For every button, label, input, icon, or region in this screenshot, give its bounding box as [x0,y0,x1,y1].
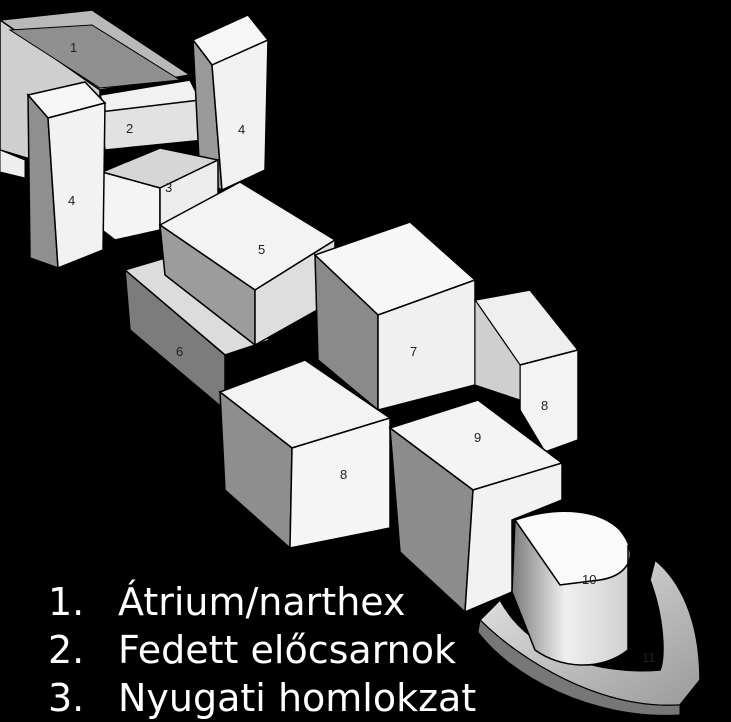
label-block-7: 7 [410,344,417,359]
legend-text: Átrium/narthex [118,580,406,624]
legend-number: 3. [48,674,118,722]
legend-item: 3.Nyugati homlokzat [48,674,476,722]
block-tower-left [28,82,105,268]
legend-number: 1. [48,578,118,626]
label-block-11: 11 [642,650,656,665]
label-block-6: 6 [176,344,183,359]
label-block-5: 5 [258,242,265,257]
legend-text: Nyugati homlokzat [118,676,476,720]
label-block-1: 1 [70,40,77,55]
block-crossing [315,222,475,410]
legend-number: 2. [48,626,118,674]
label-block-4a: 4 [68,193,75,208]
legend-list: 1.Átrium/narthex 2.Fedett előcsarnok 3.N… [48,578,476,722]
label-block-10: 10 [582,572,596,587]
label-block-4b: 4 [238,122,245,137]
block-porch [100,80,205,150]
legend-text: Fedett előcsarnok [118,628,456,672]
label-block-3: 3 [165,180,172,195]
label-block-2: 2 [126,121,133,136]
legend-item: 2.Fedett előcsarnok [48,626,476,674]
legend-item: 1.Átrium/narthex [48,578,476,626]
label-block-9: 9 [474,430,481,445]
label-block-8a: 8 [541,398,548,413]
label-block-8b: 8 [340,467,347,482]
